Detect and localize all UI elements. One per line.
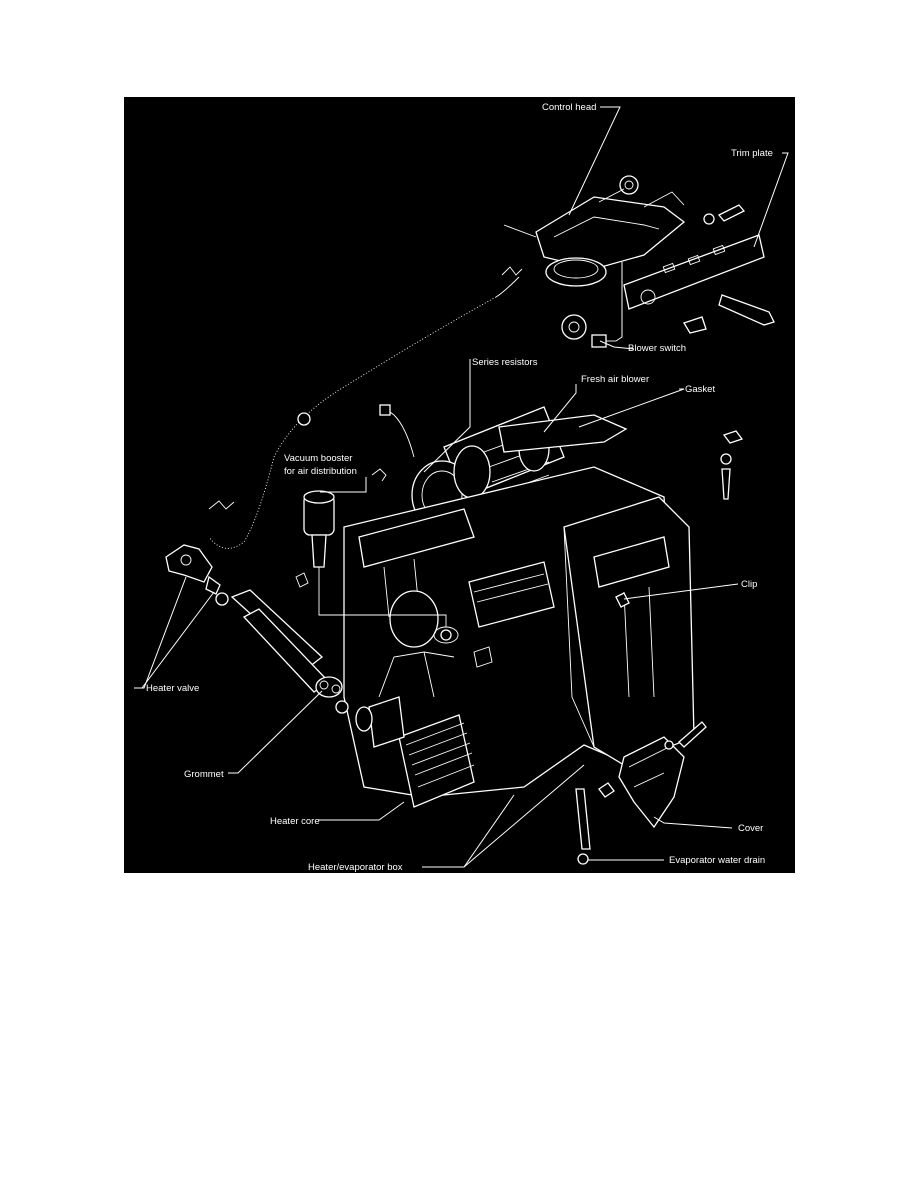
heater-valve-part [165,544,229,606]
cable-end [208,500,235,510]
heater-hoses-part [230,589,331,693]
label-series-resistors: Series resistors [472,357,538,368]
label-heater-core: Heater core [270,816,320,827]
label-heater-valve: Heater valve [146,683,199,694]
gasket-part [498,414,744,500]
label-clip: Clip [741,579,757,590]
label-evaporator-water-drain: Evaporator water drain [669,855,765,866]
label-fresh-air-blower: Fresh air blower [581,374,649,385]
label-gasket: Gasket [685,384,715,395]
label-blower-switch: Blower switch [628,343,686,354]
label-trim-plate: Trim plate [731,148,773,159]
exploded-diagram: Control head Trim plate Blower switch Se… [124,97,795,873]
label-control-head: Control head [542,102,596,113]
heater-evaporator-box-part [343,466,695,798]
evaporator-water-drain-part [575,788,591,865]
label-heater-evaporator-box: Heater/evaporator box [308,862,403,873]
label-vacuum-booster-line1: Vacuum booster [284,453,352,464]
leader-lines [134,106,789,868]
diagram-svg: Control head Trim plate Blower switch Se… [134,102,789,873]
label-grommet: Grommet [184,769,224,780]
cable-clip-part [297,412,311,426]
trim-plate-part [623,234,775,334]
label-cover: Cover [738,823,763,834]
screw-part [703,204,746,225]
blower-switch-part [561,314,616,348]
cover-part [598,721,707,829]
vacuum-booster-part [295,490,447,627]
grommet-part [315,676,349,714]
heater-core-part [355,696,475,808]
small-clip-part [371,468,387,482]
control-head-part [495,175,686,298]
label-vacuum-booster-line2: for air distribution [284,466,357,477]
